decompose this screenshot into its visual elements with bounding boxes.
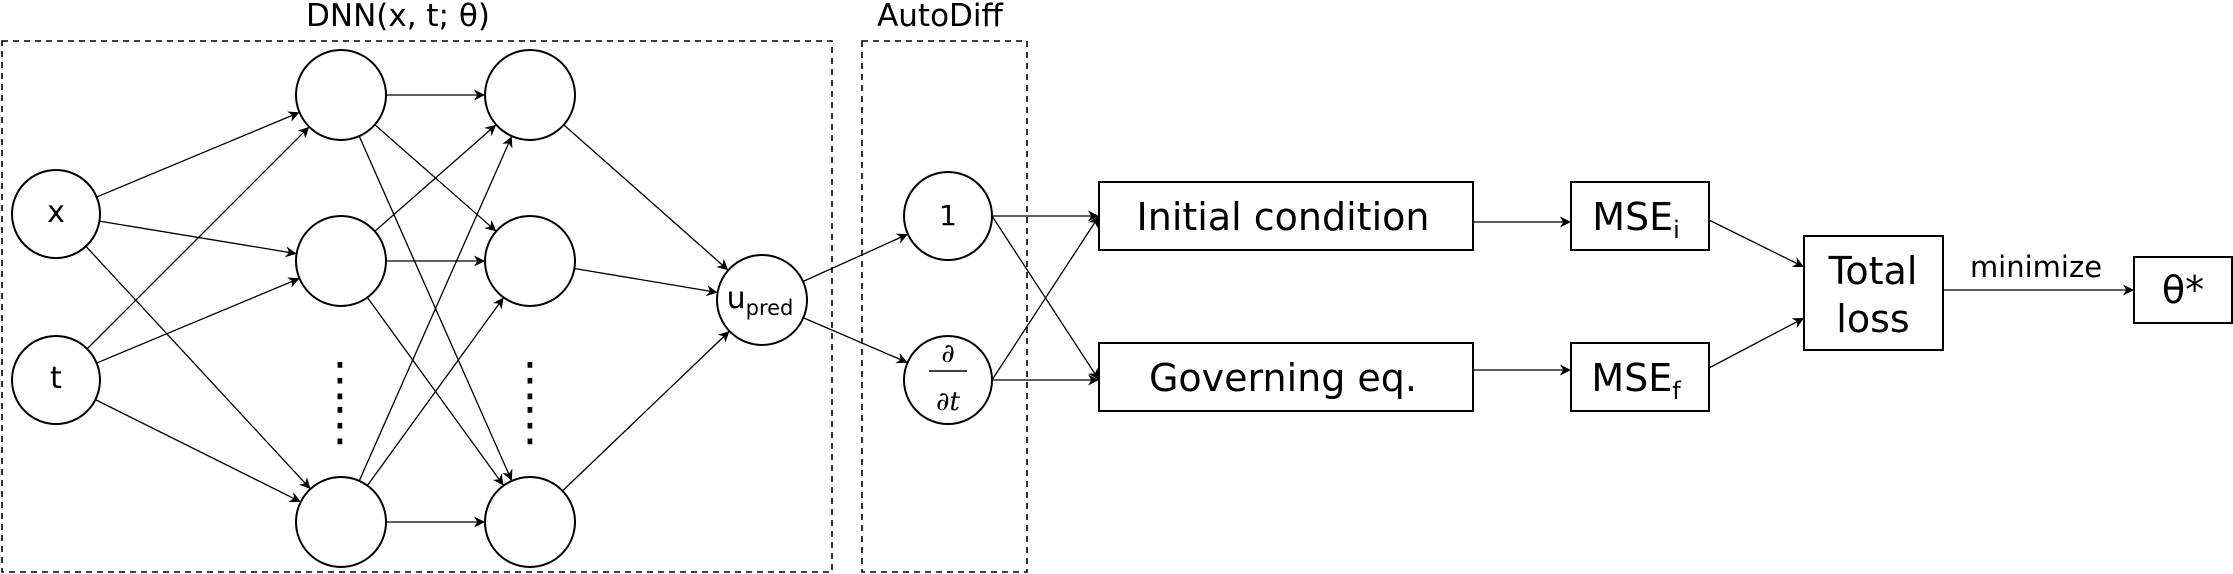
edge-u-dt (803, 317, 908, 364)
hidden-layer-1-dots-lower: ⋮ (317, 397, 363, 451)
total-loss-line1: Total (1828, 249, 1918, 293)
autodiff-group-box (861, 40, 1028, 573)
edge-h3-g2 (366, 297, 505, 486)
network-nodes (11, 49, 993, 568)
input-node-t-label: t (50, 361, 62, 396)
hidden-1-node-1 (295, 49, 387, 141)
edge-x-h3 (85, 245, 311, 490)
edge-g3-u (562, 330, 730, 492)
hidden-1-node-3 (295, 476, 387, 568)
hidden-layer-2-dots-lower: ⋮ (507, 397, 553, 451)
edge-u-one (802, 233, 909, 283)
mse-i-sub: i (1673, 216, 1680, 244)
theta-star-label: θ* (2162, 268, 2204, 312)
hidden-2-node-1 (484, 49, 576, 141)
mse-f-box (1570, 342, 1710, 412)
autodiff-identity-label: 1 (939, 199, 957, 232)
edge-t-h2 (96, 277, 300, 364)
input-node-x-label: x (47, 195, 65, 230)
autodiff-partial-numerator: ∂ (941, 339, 954, 369)
autodiff-group-title: AutoDiff (877, 0, 1003, 34)
total-loss-box (1803, 235, 1944, 351)
edge-mse-f-total (1708, 317, 1805, 369)
output-node-sub: pred (746, 296, 794, 320)
output-node-base: u (727, 281, 746, 316)
mse-f-base: MSE (1591, 356, 1672, 400)
edge-t-h3 (95, 399, 302, 503)
mse-i-base: MSE (1592, 195, 1673, 239)
total-loss-line2: loss (1836, 297, 1909, 341)
mse-f-label: MSEf (1591, 356, 1681, 405)
edge-g1-u (563, 124, 729, 271)
hidden-2-node-2 (484, 215, 576, 307)
edge-h3-g1 (358, 135, 513, 482)
edge-partial-initial (991, 215, 1100, 381)
autodiff-partial-denominator: ∂t (936, 387, 960, 417)
output-node-upred (716, 254, 808, 346)
governing-eq-label: Governing eq. (1149, 356, 1417, 400)
output-node-label: upred (727, 281, 794, 320)
input-node-t (11, 335, 101, 425)
edge-h2-g1 (374, 124, 497, 232)
dnn-group-box (1, 40, 833, 573)
network-edges (85, 89, 2134, 528)
hidden-2-node-3 (484, 476, 576, 568)
minimize-edge-label: minimize (1970, 250, 2102, 284)
initial-condition-box (1098, 181, 1474, 251)
theta-star-box (2133, 256, 2233, 324)
edge-t-h1 (86, 126, 310, 350)
dnn-group-title: DNN(x, t; θ) (306, 0, 490, 34)
autodiff-partial-node (903, 335, 993, 425)
mse-i-label: MSEi (1592, 195, 1680, 244)
governing-eq-box (1098, 342, 1474, 412)
hidden-1-node-2 (295, 215, 387, 307)
edge-x-h1 (96, 111, 300, 198)
autodiff-identity-node (903, 171, 993, 261)
edge-g2-u (574, 267, 718, 297)
hidden-layer-2-dots: ⋮ (507, 352, 553, 406)
edge-mse-i-total (1708, 219, 1805, 268)
mse-f-sub: f (1672, 377, 1681, 405)
hidden-layer-1-dots: ⋮ (317, 352, 363, 406)
mse-i-box (1570, 181, 1710, 251)
input-node-x (11, 169, 101, 259)
initial-condition-label: Initial condition (1137, 195, 1430, 239)
